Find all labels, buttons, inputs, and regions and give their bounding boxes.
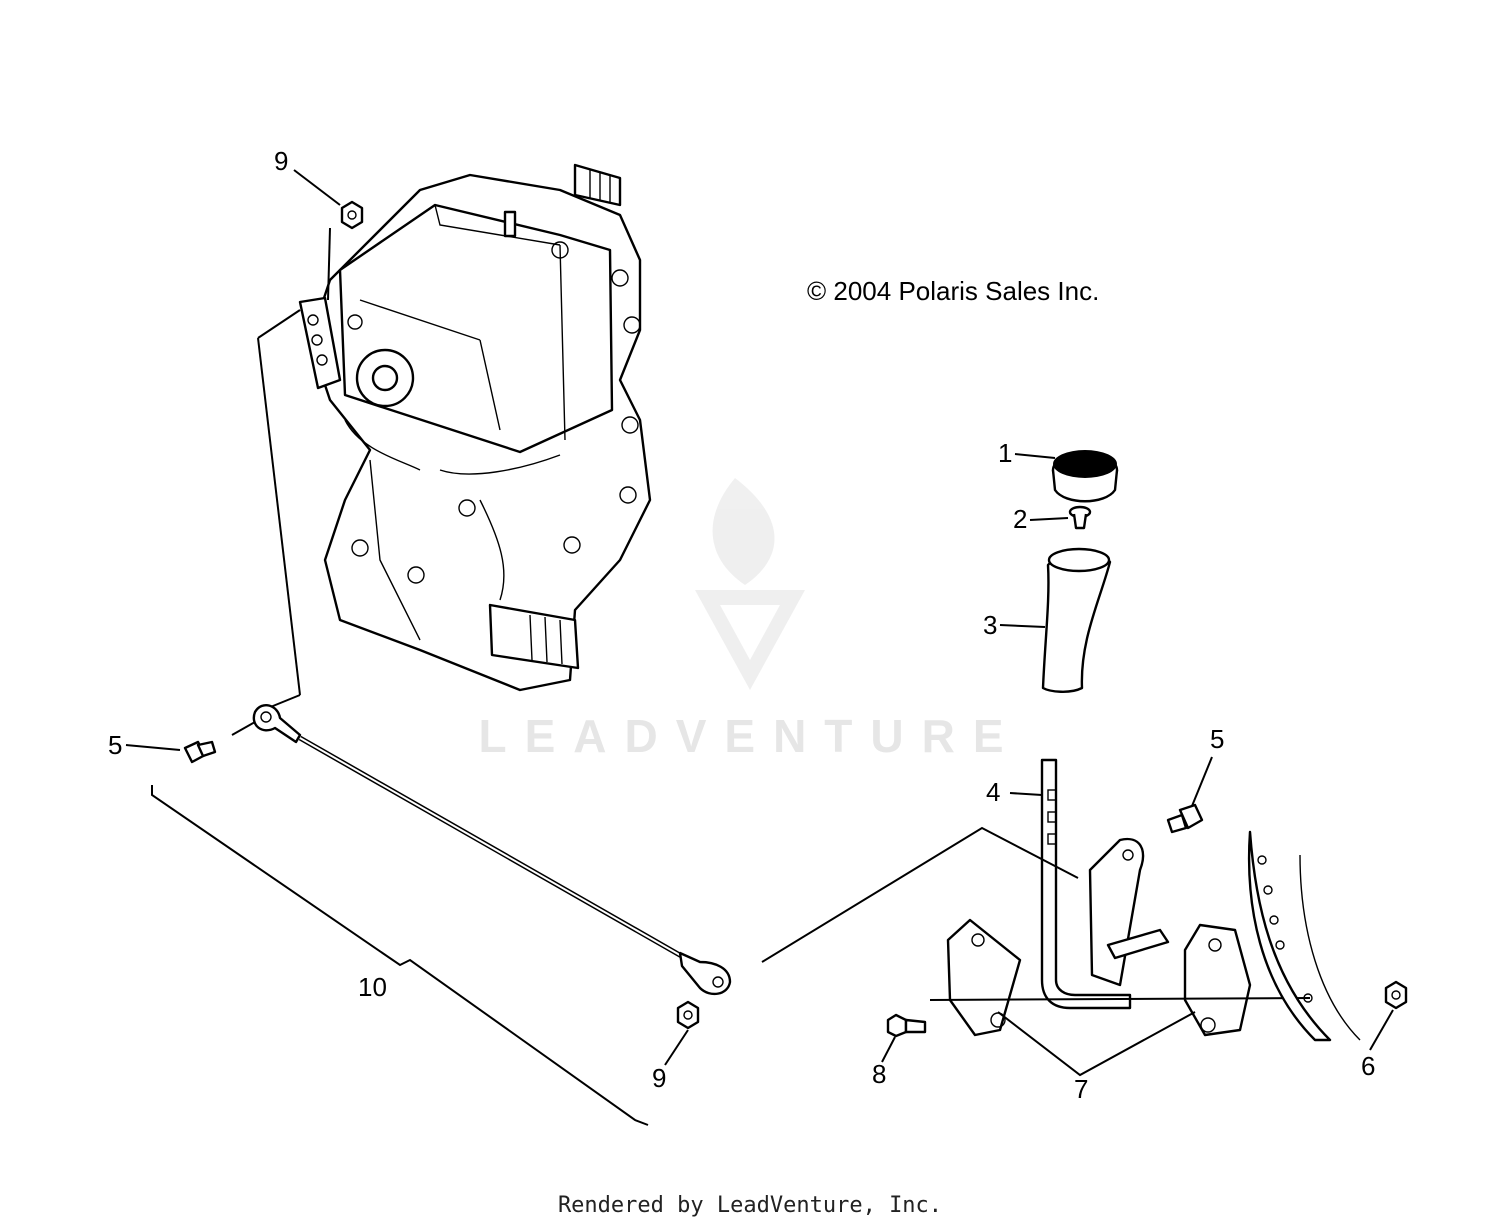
callout-2: 2 [1013,504,1027,534]
part-7-plates [946,918,1252,1037]
copyright-text: © 2004 Polaris Sales Inc. [807,276,1099,306]
callout-10: 10 [358,972,387,1002]
callout-7: 7 [1074,1074,1088,1104]
part-2-screw [1068,505,1092,530]
frame-tube [1247,830,1361,1042]
transmission-assembly [298,163,652,692]
footer-credit: Rendered by LeadVenture, Inc. [557,1193,943,1218]
part-4-shift-lever [1040,758,1170,1010]
part-5-bolt-right [1166,803,1204,834]
part-8-bolt [886,1013,927,1038]
part-5-bolt-left [183,740,217,764]
linkage-rod [252,704,732,996]
part-1-cap [1051,450,1119,503]
callout-5-right: 5 [1210,724,1224,754]
part-9-nut-top [340,200,364,230]
callout-9-bottom: 9 [652,1063,666,1093]
callout-5-left: 5 [108,730,122,760]
callout-9-top: 9 [274,146,288,176]
callout-4: 4 [986,777,1000,807]
watermark-logo [695,478,805,690]
callout-1: 1 [998,438,1012,468]
callout-3: 3 [983,610,997,640]
part-6-nut [1384,980,1408,1010]
bracket-10 [151,785,649,1126]
part-9-nut-bottom [676,1000,700,1030]
watermark-text: LEADVENTURE [478,710,1021,762]
part-3-grip [1041,547,1112,693]
callout-6: 6 [1361,1051,1375,1081]
callout-8: 8 [872,1059,886,1089]
